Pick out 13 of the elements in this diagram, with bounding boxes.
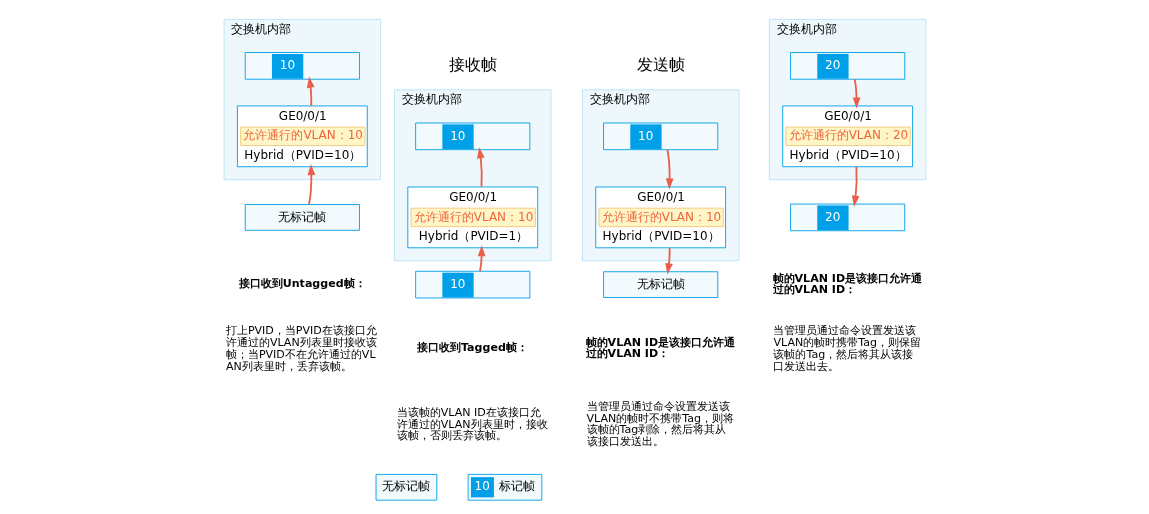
label: 打上PVID，当PVID在该接口允许通过的VLAN列表里时接收该帧；当PVID不在允许通过的VLAN列表里时，丢弃该帧。 [225, 324, 377, 373]
legend-label: 标记帧 [498, 479, 535, 494]
label: 当管理员通过命令设置发送该VLAN的帧时携带Tag，则保留该帧的Tag，然后将其从该接口发送出去。 [773, 324, 921, 373]
label: 帧的VLAN ID是该接口允许通过的VLAN ID： [585, 335, 735, 361]
label: 当该帧的VLAN ID在该接口允许通过的VLAN列表里时，接收该帧，否则丢弃该帧。 [396, 405, 548, 443]
label: 接口收到Untagged帧： [238, 276, 366, 290]
label: 当管理员通过命令设置发送该VLAN的帧时不携带Tag，则将该帧的Tag剥除，然后将其从该接口发送出。 [586, 399, 734, 449]
label: 10 [474, 479, 490, 494]
legend-label: 无标记帧 [381, 479, 430, 494]
label: 接口收到Tagged帧： [416, 341, 528, 355]
label: 接收帧 [448, 54, 497, 74]
label: 发送帧 [636, 54, 685, 74]
label: 帧的VLAN ID是该接口允许通过的VLAN ID： [772, 271, 922, 296]
